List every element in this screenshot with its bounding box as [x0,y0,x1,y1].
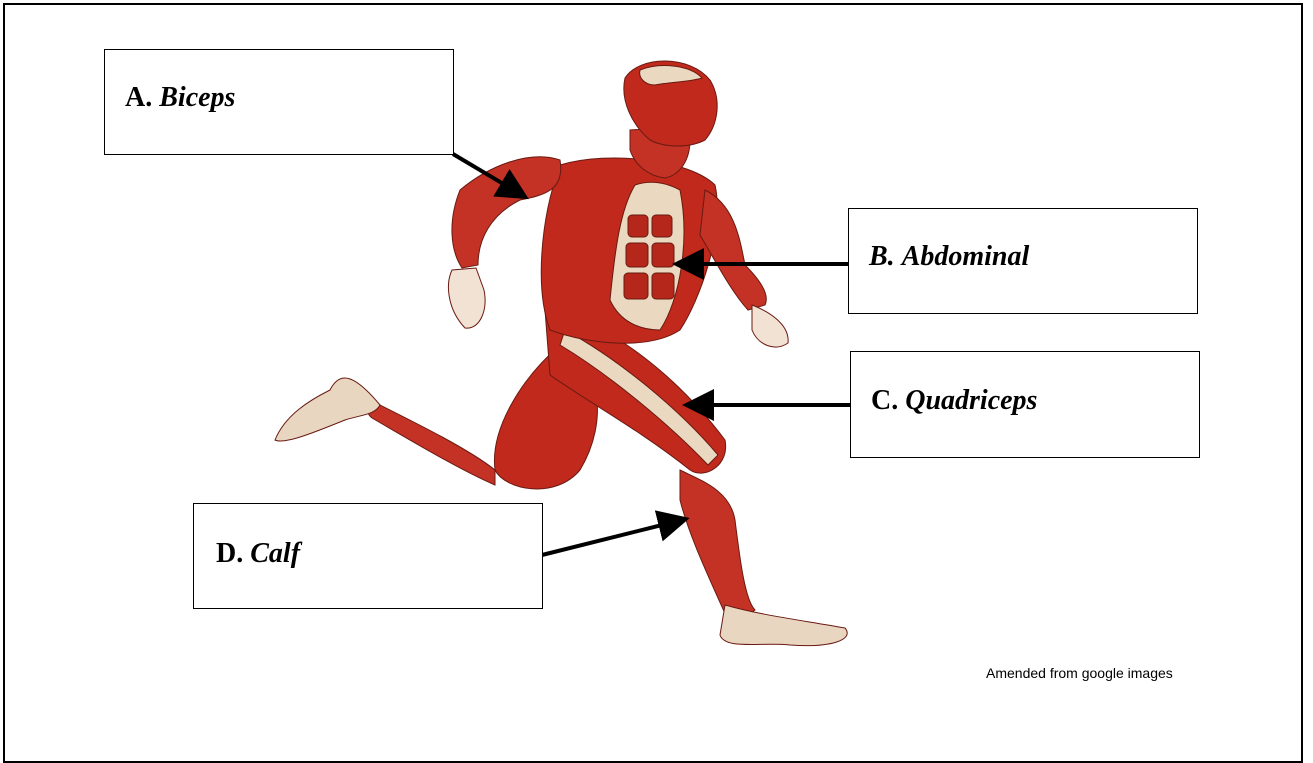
pointer-calf [542,520,682,555]
label-calf: D. Calf [193,503,543,609]
image-credit: Amended from google images [986,665,1173,681]
label-name: Calf [250,538,300,569]
front-upper-arm [700,190,766,310]
label-letter: A. [125,82,152,113]
label-name: Quadriceps [905,385,1037,416]
abdominal-segment [652,243,674,267]
back-shin [367,403,495,485]
front-calf [680,470,755,625]
back-foot [275,378,380,441]
label-abdominal: B. Abdominal [848,208,1198,314]
label-letter: C. [871,385,898,416]
back-hand [448,268,485,328]
label-biceps: A. Biceps [104,49,454,155]
front-hand [752,305,788,347]
label-name: Abdominal [902,241,1030,272]
front-foot [720,605,847,646]
label-letter: D. [216,538,243,569]
abdominal-segment [652,215,672,237]
label-name: Biceps [159,82,235,113]
abdominal-segment [628,215,648,237]
abdominal-segment [652,273,674,299]
abdominal-segment [624,273,648,299]
label-quadriceps: C. Quadriceps [850,351,1200,458]
abdominal-segment [626,243,648,267]
label-letter: B. [869,241,895,272]
